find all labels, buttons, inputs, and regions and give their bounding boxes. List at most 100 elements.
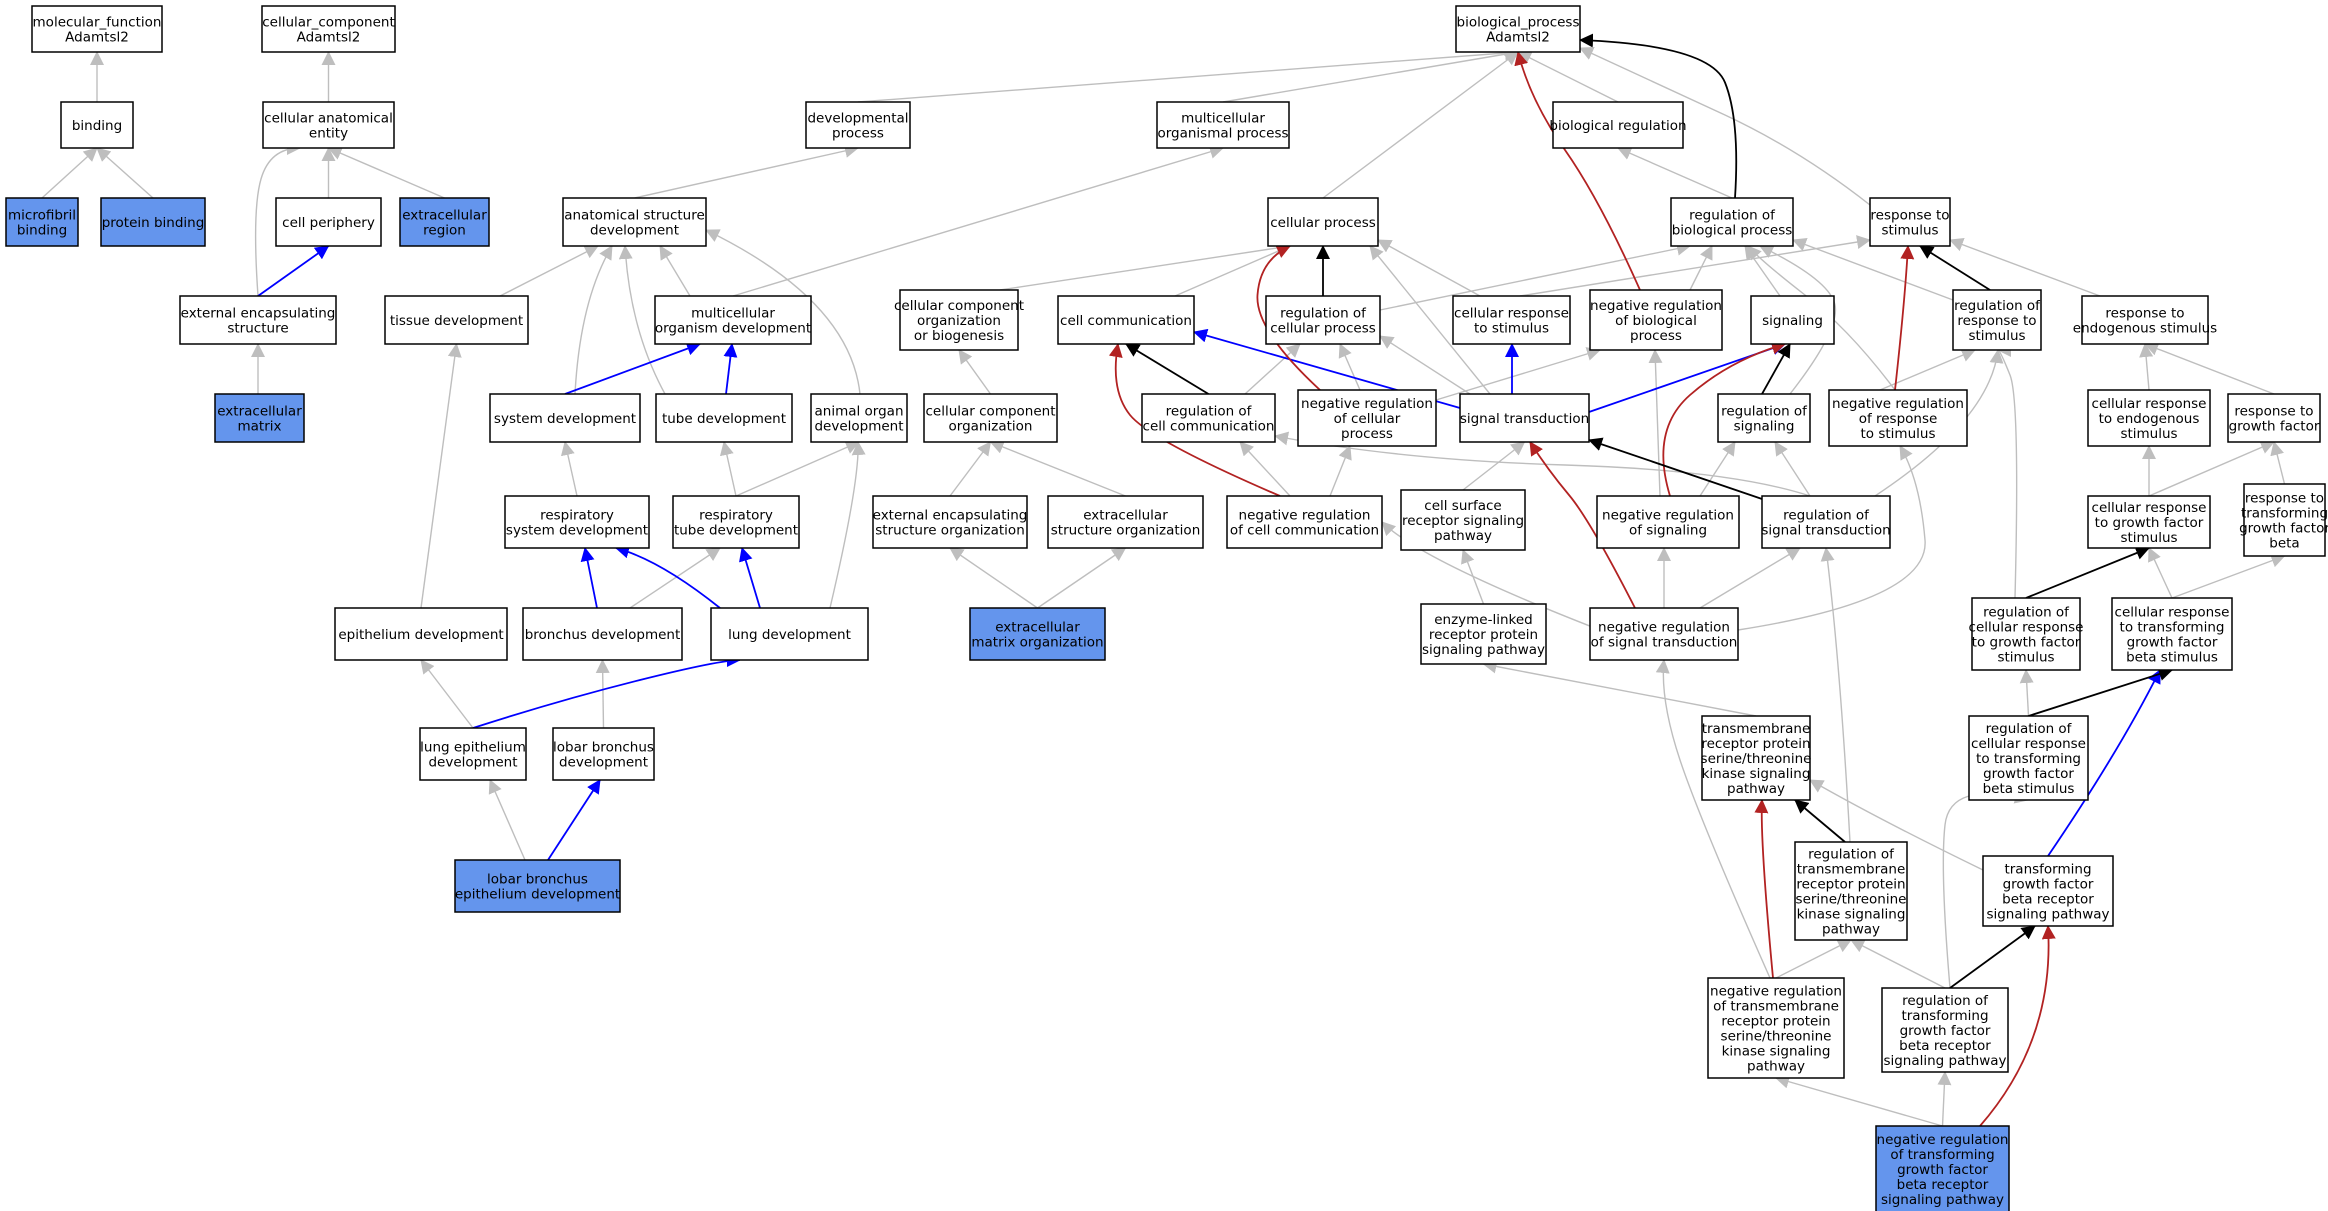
term-node-protbind[interactable]: protein binding bbox=[100, 197, 206, 247]
edge-is-a-asd-to-devproc bbox=[634, 144, 859, 199]
term-node-sigtrans[interactable]: signal transduction bbox=[1459, 393, 1590, 443]
term-label-line: beta stimulus bbox=[2126, 650, 2218, 666]
term-box bbox=[1750, 295, 1835, 345]
term-node-tissue[interactable]: tissue development bbox=[384, 295, 529, 345]
term-label-line: cellular response bbox=[2092, 396, 2207, 412]
term-label-line: biological_process bbox=[1457, 15, 1580, 31]
edge-is-a-regbio-to-bioreg bbox=[1617, 146, 1733, 199]
term-box bbox=[1794, 841, 1908, 941]
term-node-cellper[interactable]: cell periphery bbox=[275, 197, 382, 247]
edge-is-a-extenc-to-cae bbox=[254, 141, 301, 297]
term-label-line: serine/threonine bbox=[1721, 1029, 1832, 1045]
term-node-bioreg[interactable]: biological regulation bbox=[1549, 101, 1687, 149]
term-node-signaling[interactable]: signaling bbox=[1750, 295, 1835, 345]
term-label-line: organism development bbox=[655, 321, 811, 337]
term-label-line: system development bbox=[494, 411, 636, 427]
term-label-line: growth factor bbox=[2229, 419, 2320, 435]
term-label-line: pathway bbox=[1747, 1059, 1805, 1075]
term-label-line: animal organ bbox=[814, 404, 903, 420]
term-label-line: matrix organization bbox=[971, 635, 1103, 651]
term-label-line: cellular response bbox=[1454, 306, 1569, 322]
term-box bbox=[31, 5, 163, 53]
term-label-line: to stimulus bbox=[1861, 426, 1936, 442]
term-label-line: region bbox=[423, 223, 466, 239]
term-node-sysdev[interactable]: system development bbox=[489, 393, 641, 443]
term-node-binding[interactable]: binding bbox=[60, 101, 134, 149]
term-box bbox=[1670, 197, 1794, 247]
term-node-lung[interactable]: lung development bbox=[710, 607, 869, 661]
term-node-cellcomm[interactable]: cell communication bbox=[1057, 295, 1195, 345]
term-label-line: growth factor bbox=[2127, 635, 2218, 651]
edge-is-a-bronch-to-resptube bbox=[629, 547, 721, 609]
term-node-tubedev[interactable]: tube development bbox=[655, 393, 793, 443]
edge-regulates-lobarepi-to-lobar bbox=[547, 779, 601, 861]
term-node-bronch[interactable]: bronchus development bbox=[522, 607, 683, 661]
term-box bbox=[1982, 855, 2114, 927]
edge-part-of-regsig-to-signaling bbox=[1761, 343, 1791, 395]
term-label-line: cell communication bbox=[1060, 313, 1192, 329]
term-label-line: signaling pathway bbox=[1881, 1192, 2004, 1208]
term-label-line: to stimulus bbox=[1474, 321, 1549, 337]
term-node-cellproc[interactable]: cellular process bbox=[1267, 197, 1379, 247]
term-node-epdev[interactable]: epithelium development bbox=[334, 607, 508, 661]
term-label-line: tube development bbox=[662, 411, 786, 427]
term-label-line: epithelium development bbox=[455, 887, 620, 903]
edge-is-a-regsig-to-regbio bbox=[1759, 245, 1837, 395]
term-box bbox=[654, 295, 812, 345]
edge-layer bbox=[41, 33, 2286, 1127]
